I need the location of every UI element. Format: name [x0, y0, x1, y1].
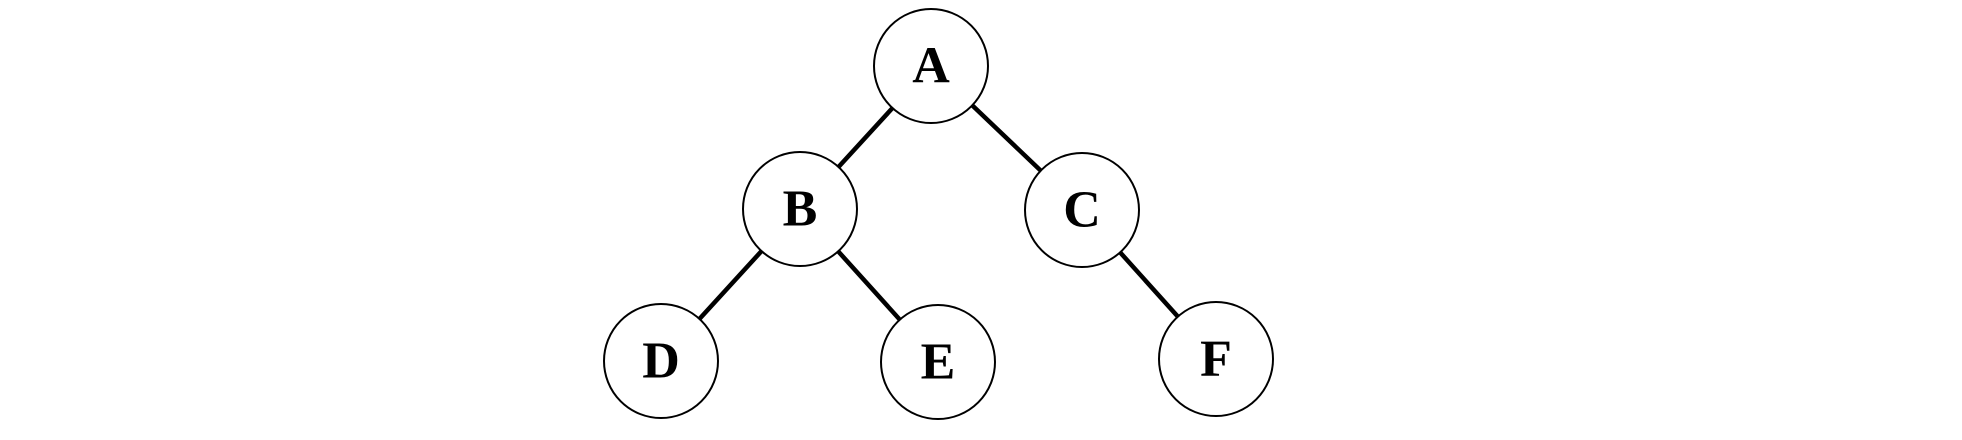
- node-label-E: E: [921, 334, 956, 391]
- tree-node-F: F: [1158, 301, 1274, 417]
- tree-node-E: E: [880, 304, 996, 420]
- node-label-C: C: [1063, 182, 1101, 239]
- node-circle-D: [603, 303, 719, 419]
- node-circle-E: [880, 304, 996, 420]
- tree-node-C: C: [1024, 152, 1140, 268]
- node-circle-F: [1158, 301, 1274, 417]
- node-label-F: F: [1200, 331, 1232, 388]
- node-circle-B: [742, 151, 858, 267]
- node-label-A: A: [912, 38, 950, 95]
- nodes-layer: A B C D E F: [603, 8, 1274, 420]
- tree-node-A: A: [873, 8, 989, 124]
- node-circle-C: [1024, 152, 1140, 268]
- tree-node-B: B: [742, 151, 858, 267]
- tree-node-D: D: [603, 303, 719, 419]
- node-label-D: D: [642, 333, 680, 390]
- node-label-B: B: [783, 181, 818, 238]
- node-circle-A: [873, 8, 989, 124]
